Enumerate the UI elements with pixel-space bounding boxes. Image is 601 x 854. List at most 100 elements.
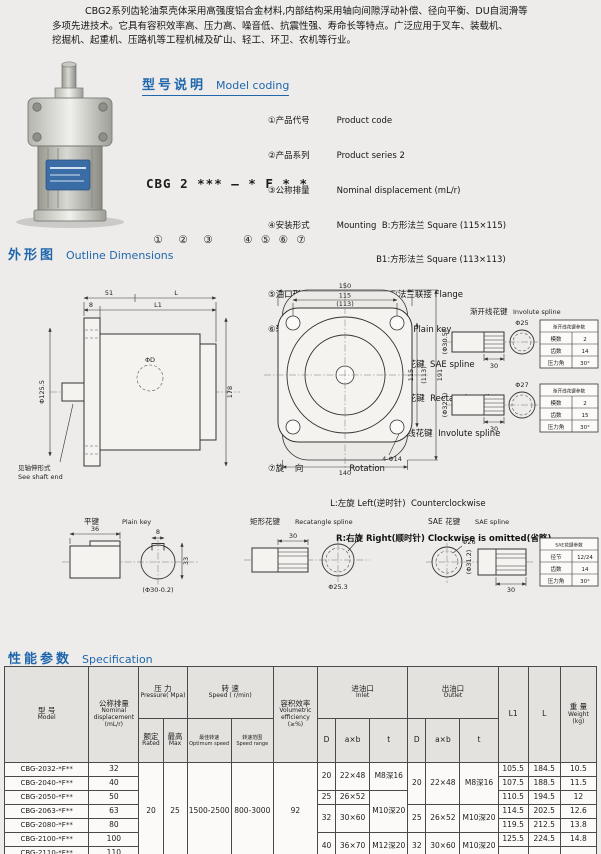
spec-cell: 50 — [88, 790, 140, 805]
model-code: CBG 2 *** — * F * * ① ② ③ ④ ⑤ ⑥ ⑦ — [146, 138, 308, 284]
pump-shaft — [61, 63, 77, 91]
spec-cell: 25 — [162, 762, 188, 854]
model-code-digits: ① ② ③ ④ ⑤ ⑥ ⑦ — [146, 234, 307, 246]
spec-cell: 36×70 — [335, 832, 371, 854]
spec-cell: 13.8 — [559, 818, 598, 833]
col-inlet-t: t — [369, 718, 409, 763]
dim-L: L — [174, 289, 178, 297]
model-code-line: CBG 2 *** — * F * * — [146, 176, 308, 191]
spec-cell: 20 — [316, 762, 337, 791]
spec-cell: 25 — [316, 790, 337, 805]
spec-row: CBG-2032-*F** 32 20 25 1500-2500 800-300… — [3, 762, 598, 854]
dim-115-right: 115 — [407, 369, 415, 381]
dim-113-right: (113) — [420, 366, 428, 383]
spec-cell: 800-3000 — [230, 762, 274, 854]
spec-cell: CBG-2110-*F** — [3, 846, 90, 854]
spline-param-label: 齿数 — [550, 411, 562, 419]
sae-title-zh: SAE 花键 — [428, 516, 461, 526]
dim-spline2-dia: Φ27 — [515, 381, 528, 389]
spec-cell: CBG-2032-*F** — [3, 762, 90, 777]
dim-rect-30: 30 — [289, 532, 297, 540]
spec-cell: 32 — [88, 762, 140, 777]
dim-178: 178 — [226, 386, 234, 398]
spec-cell: 26×52 — [335, 790, 371, 805]
spline-param-value: 2 — [583, 337, 587, 343]
see-shaft-end-zh: 见轴伸形式 — [18, 463, 51, 472]
dim-L1: L1 — [154, 301, 162, 309]
spline-param-label: 模数 — [550, 335, 562, 343]
involute-title-zh: 渐开线花键 — [470, 306, 508, 316]
col-l: L — [527, 666, 561, 763]
spec-cell: M8深16 — [369, 762, 409, 791]
spec-row: CBG-2063-*F** 63 32 30×60 25 26×52 M10深2… — [3, 804, 598, 833]
spline-param-value: 30° — [580, 579, 590, 585]
col-outlet-d: D — [407, 718, 427, 763]
spline-param-value: 30° — [580, 361, 590, 367]
dim-191: 191 — [436, 369, 444, 381]
spec-cell: 25 — [407, 804, 427, 833]
spline-param-label: 模数 — [550, 399, 562, 407]
col-outlet-t: t — [459, 718, 499, 763]
spec-cell: 110.5 — [497, 790, 529, 805]
spline-param-value: 14 — [582, 349, 589, 355]
dim-spline1-od: (Φ30.5) — [441, 330, 449, 355]
spec-cell: CBG-2040-*F** — [3, 776, 90, 791]
spec-cell: 224.5 — [527, 832, 561, 847]
spline-param-label: 齿数 — [550, 565, 562, 573]
plain-key-title-en: Plain key — [122, 518, 151, 526]
dim-spline2-od: (Φ32.5) — [441, 393, 449, 418]
involute-spline-detail: 渐开线花键 Involute spline 30 (Φ30.5) Φ25 渐开线… — [441, 306, 599, 433]
rect-spline-title-zh: 矩形花键 — [250, 516, 280, 526]
spec-cell: 212.5 — [527, 818, 561, 833]
spec-cell: 63 — [88, 804, 140, 819]
legend-item: ④安装形式 Mounting B:方形法兰 Square (115×115) — [268, 220, 507, 231]
dim-key-33: 33 — [182, 557, 190, 565]
intro-line: 多项先进技术。它具有容积效率高、压力高、噪音低、抗震性强、寿命长等特点。广泛应用… — [52, 20, 509, 32]
involute-title-en: Involute spline — [513, 308, 561, 316]
col-outlet-axb: a×b — [425, 718, 461, 763]
spec-cell: 184.5 — [527, 762, 561, 777]
spec-cell: 119.5 — [497, 818, 529, 833]
outline-drawing: 51 L 8 L1 178 Φ125.5 ΦD 见轴伸形式 See shaft … — [18, 282, 599, 594]
dim-key-8: 8 — [156, 528, 160, 536]
spec-cell: 32 — [316, 804, 337, 833]
spline-param-value: 30° — [580, 425, 590, 431]
front-view-drawing: 150 115 (113) 115 (113) 191 140 4-Φ14 — [264, 282, 444, 477]
col-inlet-d: D — [316, 718, 337, 763]
spec-cell: 100 — [88, 832, 140, 847]
legend-item: R:右旋 Right(顺时针) Clockwise is omitted(省略) — [268, 533, 552, 544]
dim-key-dia: (Φ30-0.2) — [142, 586, 173, 594]
spec-row: CBG-2040-*F** 40 107.5 188.5 11.5 — [3, 776, 598, 791]
spec-cell: 30×60 — [425, 832, 461, 854]
sae-table: SAE花键参数 径节 12/24 齿数 14 压力角 30° — [539, 537, 599, 587]
dim-113-top: (113) — [336, 300, 353, 308]
spec-cell: 188.5 — [527, 776, 561, 791]
involute-table-2: 渐开线花键参数 模数 2 齿数 15 压力角 30° — [539, 383, 599, 433]
spec-title-en: Specification — [82, 653, 153, 666]
spec-cell: M8深16 — [459, 762, 499, 805]
side-view-drawing: 51 L 8 L1 178 Φ125.5 ΦD 见轴伸形式 See shaft … — [18, 289, 240, 481]
spec-cell: 110 — [88, 846, 140, 854]
spec-cell: CBG-2080-*F** — [3, 818, 90, 833]
spec-cell: 1500-2500 — [186, 762, 232, 854]
intro-line: 挖掘机、起重机、压路机等工程机械及矿山、轻工、环卫、农机等行业。 — [52, 35, 357, 46]
outline-title-en: Outline Dimensions — [66, 249, 174, 262]
spline-param-label: 齿数 — [550, 347, 562, 355]
spline-param-label: 径节 — [550, 553, 562, 561]
dim-rect-dia: Φ25.3 — [328, 583, 348, 591]
spec-cell: M10深20 — [459, 804, 499, 833]
legend-item: ①产品代号 Product code — [268, 116, 393, 127]
dim-spline1-len: 30 — [490, 362, 498, 370]
spec-cell: 11.5 — [559, 776, 598, 791]
spec-cell — [559, 846, 598, 854]
plain-key-detail: 平键 Plain key 36 8 33 (Φ30-0.2) — [62, 516, 198, 594]
spec-cell: 114.5 — [497, 804, 529, 819]
